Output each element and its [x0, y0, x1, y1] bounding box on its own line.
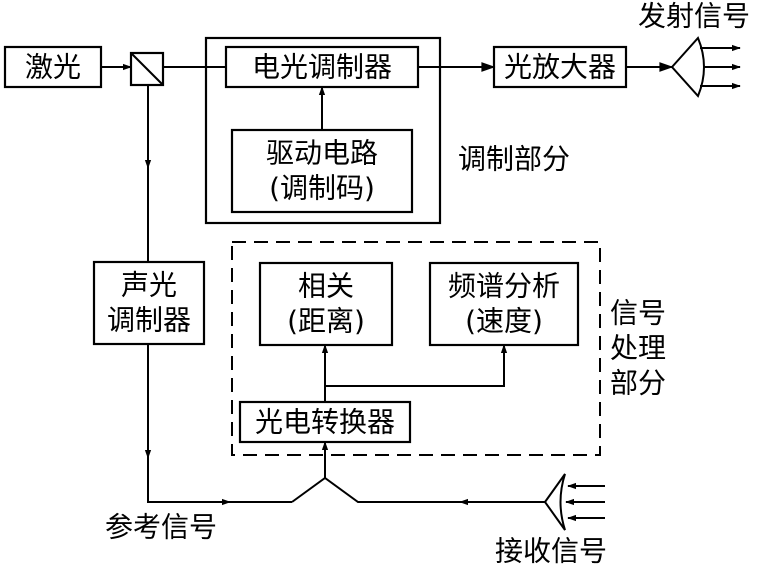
signal-processing-label-2: 处理 — [610, 332, 666, 365]
drive-circuit-label-1: 驱动电路 — [266, 137, 378, 170]
ao-modulator-label-2: 调制器 — [107, 304, 191, 337]
laser-block: 激光 — [3, 45, 103, 89]
optical-amplifier-label: 光放大器 — [504, 51, 616, 84]
laser-label: 激光 — [25, 51, 81, 84]
photoelectric-converter-block: 光电转换器 — [238, 400, 412, 444]
signal-processing-frame — [231, 241, 601, 456]
correlation-block: 相关 (距离) — [258, 261, 394, 347]
spectrum-analysis-block: 频谱分析 (速度) — [428, 261, 580, 347]
reference-signal-label: 参考信号 — [105, 511, 217, 544]
transmit-signal-label: 发射信号 — [638, 0, 750, 33]
correlation-label-1: 相关 — [298, 270, 354, 303]
receive-antenna-icon — [543, 473, 605, 531]
spectrum-analysis-label-2: (速度) — [465, 305, 543, 338]
optical-amplifier-block: 光放大器 — [492, 45, 628, 89]
beam-splitter — [129, 51, 165, 87]
photoelectric-converter-label: 光电转换器 — [255, 406, 395, 439]
eo-modulator-label: 电光调制器 — [252, 51, 392, 84]
eo-modulator-block: 电光调制器 — [224, 45, 420, 89]
connections — [101, 62, 674, 506]
drive-circuit-block: 驱动电路 (调制码) — [230, 128, 414, 214]
correlation-label-2: (距离) — [287, 305, 365, 338]
modulation-section-label: 调制部分 — [458, 143, 570, 176]
receive-signal-label: 接收信号 — [495, 535, 607, 568]
signal-processing-label-3: 部分 — [610, 367, 666, 400]
transmit-antenna-icon — [670, 36, 741, 98]
ao-modulator-label-1: 声光 — [121, 269, 177, 302]
signal-processing-label-1: 信号 — [610, 297, 666, 330]
ao-modulator-block: 声光 调制器 — [92, 260, 206, 346]
drive-circuit-label-2: (调制码) — [269, 172, 375, 205]
spectrum-analysis-label-1: 频谱分析 — [448, 270, 560, 303]
